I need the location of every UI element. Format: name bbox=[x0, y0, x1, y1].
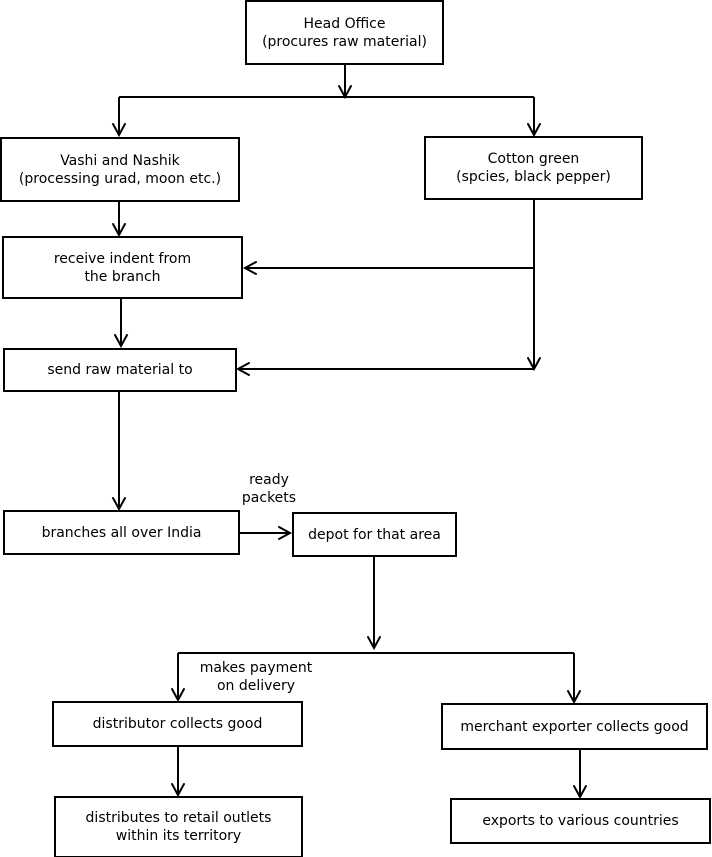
node-vashi-nashik: Vashi and Nashik (processing urad, moon … bbox=[0, 137, 240, 202]
arrowhead-cotton-bottom bbox=[527, 357, 541, 372]
node-retail-outlets: distributes to retail outlets within its… bbox=[54, 796, 303, 857]
node-cotton-green: Cotton green (spcies, black pepper) bbox=[424, 136, 643, 200]
arrowhead-receive-side bbox=[242, 261, 257, 275]
node-distributor: distributor collects good bbox=[52, 701, 303, 747]
arrowhead-exports bbox=[573, 785, 587, 800]
arrowhead-distributor bbox=[171, 688, 185, 703]
node-receive-indent: receive indent from the branch bbox=[2, 236, 243, 299]
arrowhead-receive bbox=[112, 223, 126, 238]
node-exports: exports to various countries bbox=[450, 798, 711, 844]
arrowhead-depot bbox=[278, 526, 293, 540]
arrowhead-cotton bbox=[527, 123, 541, 138]
arrowhead-depot-down bbox=[367, 636, 381, 651]
node-head-office: Head Office (procures raw material) bbox=[245, 0, 444, 65]
node-send-raw-material: send raw material to bbox=[3, 348, 237, 392]
arrowhead-merchant bbox=[567, 690, 581, 705]
node-depot: depot for that area bbox=[292, 512, 457, 557]
edge-label-ready-packets: ready packets bbox=[241, 472, 297, 506]
node-branches: branches all over India bbox=[3, 510, 240, 555]
node-merchant-exporter: merchant exporter collects good bbox=[441, 703, 708, 750]
arrowhead-retail bbox=[171, 783, 185, 798]
arrowhead-branches bbox=[112, 497, 126, 512]
edge-label-makes-payment: makes payment on delivery bbox=[199, 660, 313, 694]
arrowhead-head-office bbox=[338, 85, 352, 100]
arrowhead-vashi bbox=[112, 123, 126, 138]
arrowhead-send-side bbox=[235, 362, 250, 376]
arrowhead-send bbox=[114, 334, 128, 349]
